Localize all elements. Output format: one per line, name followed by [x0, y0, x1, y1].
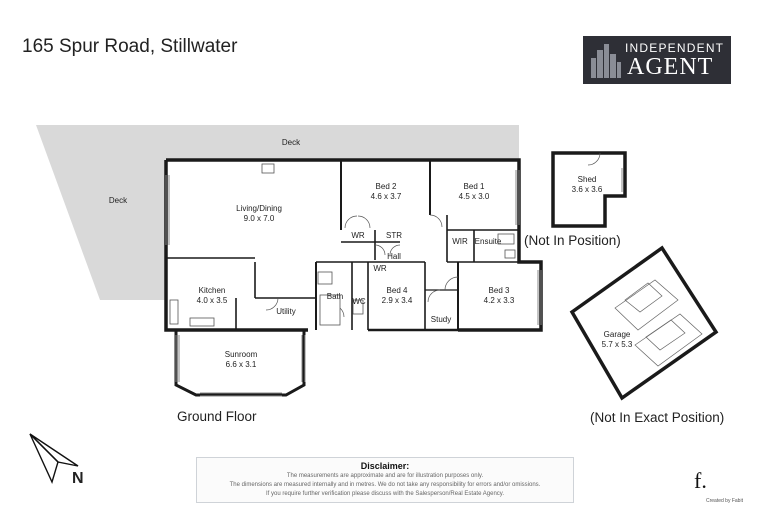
deck-left-label: Deck — [108, 196, 128, 205]
windows — [165, 170, 542, 397]
sunroom-size: 6.6 x 3.1 — [225, 360, 257, 369]
deck-area — [36, 125, 519, 300]
bed3-size: 4.2 x 3.3 — [483, 296, 515, 305]
utility-label: Utility — [276, 307, 296, 316]
kitchen-size: 4.0 x 3.5 — [196, 296, 228, 305]
disclaimer-box: Disclaimer: The measurements are approxi… — [196, 457, 574, 503]
hall-label: Hall — [387, 252, 401, 261]
wc-label: WC — [352, 297, 366, 306]
garage-name: Garage — [603, 330, 631, 339]
bed3-name: Bed 3 — [488, 286, 510, 295]
shed-label: Shed 3.6 x 3.6 — [572, 175, 603, 195]
kitchen-label: Kitchen 4.0 x 3.5 — [197, 286, 228, 306]
study-label: Study — [430, 315, 452, 324]
bed4-name: Bed 4 — [386, 286, 408, 295]
bed1-label: Bed 1 4.5 x 3.0 — [459, 182, 490, 202]
garage-label: Garage 5.7 x 5.3 — [602, 330, 633, 350]
fabit-credit: f. Created by Fabit — [690, 468, 750, 506]
deck-top-label: Deck — [281, 138, 301, 147]
house-walls — [164, 158, 543, 397]
disclaimer-line-1: The measurements are approximate and are… — [286, 473, 484, 479]
kitchen-name: Kitchen — [198, 286, 226, 295]
sunroom-name: Sunroom — [224, 350, 258, 359]
disclaimer-line-3: If you require further verification plea… — [265, 491, 504, 497]
bed2-label: Bed 2 4.6 x 3.7 — [371, 182, 402, 202]
garage-position-note: (Not In Exact Position) — [590, 410, 725, 425]
fabit-credit-text: Created by Fabit — [706, 498, 743, 504]
ground-floor-label: Ground Floor — [177, 409, 257, 424]
door-swings — [265, 214, 459, 318]
logo-line-2: AGENT — [627, 54, 714, 80]
bed2-name: Bed 2 — [375, 182, 397, 191]
garage-size: 5.7 x 5.3 — [601, 340, 633, 349]
north-arrow-icon — [29, 433, 79, 484]
str-label: STR — [386, 231, 402, 240]
compass-north-label: N — [72, 470, 84, 487]
disclaimer-title: Disclaimer: — [360, 461, 410, 471]
logo-line-1: INDEPENDENT — [625, 41, 725, 55]
city-skyline-icon — [591, 44, 621, 78]
car-icons — [614, 279, 703, 367]
garage-floor — [569, 245, 719, 401]
shed-size: 3.6 x 3.6 — [571, 185, 603, 194]
shed-name: Shed — [577, 175, 597, 184]
fabit-logo: f. — [694, 468, 707, 493]
ensuite-label: Ensuite — [474, 237, 502, 246]
bed1-size: 4.5 x 3.0 — [458, 192, 490, 201]
wir-label: WIR — [452, 237, 468, 246]
bed3-label: Bed 3 4.2 x 3.3 — [484, 286, 515, 306]
agency-logo: INDEPENDENT AGENT — [583, 36, 731, 84]
wr2-label: WR — [373, 264, 387, 273]
shed-position-note: (Not In Position) — [524, 233, 621, 248]
property-address: 165 Spur Road, Stillwater — [22, 36, 238, 57]
bath-label: Bath — [326, 292, 344, 301]
bed4-size: 2.9 x 3.4 — [381, 296, 413, 305]
bed2-size: 4.6 x 3.7 — [370, 192, 402, 201]
shed-floor — [551, 151, 627, 228]
sunroom-label: Sunroom 6.6 x 3.1 — [225, 350, 257, 370]
wr1-label: WR — [351, 231, 365, 240]
disclaimer-line-2: The dimensions are measured internally a… — [229, 482, 541, 488]
bed4-label: Bed 4 2.9 x 3.4 — [382, 286, 413, 306]
bed1-name: Bed 1 — [463, 182, 485, 191]
fixtures — [169, 163, 516, 327]
living-dining-label: Living/Dining 9.0 x 7.0 — [236, 204, 282, 224]
living-name: Living/Dining — [236, 204, 282, 213]
living-size: 9.0 x 7.0 — [243, 214, 275, 223]
